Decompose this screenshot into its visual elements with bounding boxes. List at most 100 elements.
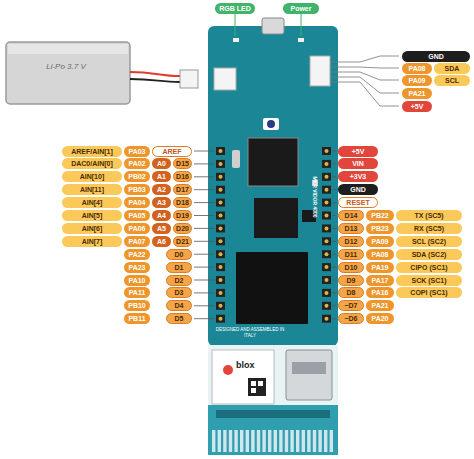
- digital-pin-label: D21: [173, 236, 192, 247]
- port-pin-label: PB10: [124, 300, 150, 311]
- digital-pin-label: D0: [166, 249, 192, 260]
- port-pin-label: PA23: [124, 262, 150, 273]
- function-label: AIN[6]: [62, 223, 122, 234]
- pcie-card: [208, 345, 338, 455]
- pin-pad: [219, 214, 223, 218]
- header-pin: [322, 147, 331, 155]
- pin-pad: [219, 226, 223, 230]
- function-label: AIN[7]: [62, 236, 122, 247]
- leader-line: [332, 318, 336, 319]
- rgb-led: [233, 38, 239, 42]
- pin-pad: [325, 149, 329, 153]
- leader-line: [194, 305, 215, 306]
- leader-line: [332, 176, 336, 177]
- edge-finger: [240, 430, 243, 452]
- leader-line: [194, 176, 215, 177]
- leader-line: [331, 72, 399, 80]
- edge-finger: [285, 430, 288, 452]
- header-pin: [322, 250, 331, 258]
- port-pin-label: PA03: [124, 146, 150, 157]
- header-pin: [216, 212, 225, 220]
- board-note: DESIGNED AND ASSEMBLED IN ITALY: [214, 327, 286, 338]
- leader-line: [332, 228, 336, 229]
- usb-a-slot: [292, 362, 326, 374]
- header-pin: [216, 315, 225, 323]
- header-pin: [322, 212, 331, 220]
- digital-pin-label: ~D7: [338, 300, 364, 311]
- function-label: SCL (SC2): [396, 236, 462, 247]
- battery-wire-red: [130, 72, 180, 76]
- header-pin: [216, 276, 225, 284]
- header-pin: [322, 173, 331, 181]
- leader-line: [194, 280, 215, 281]
- header-pin: [322, 160, 331, 168]
- pin-pad: [325, 291, 329, 295]
- port-pin-label: PA21: [402, 88, 432, 99]
- header-pin: [322, 199, 331, 207]
- pin-pad: [325, 214, 329, 218]
- leader-line: [194, 267, 215, 268]
- pin-pad: [219, 252, 223, 256]
- header-pin: [216, 250, 225, 258]
- battery-highlight: [8, 44, 128, 54]
- function-label: TX (SC5): [396, 210, 462, 221]
- function-label: AIN[10]: [62, 171, 122, 182]
- leader-line: [332, 267, 336, 268]
- function-label: COPI (SC1): [396, 287, 462, 298]
- leader-line: [194, 202, 215, 203]
- digital-pin-label: D1: [166, 262, 192, 273]
- function-label: SDA (SC2): [396, 249, 462, 260]
- edge-finger: [257, 430, 260, 452]
- header-pin: [216, 237, 225, 245]
- edge-finger: [212, 430, 215, 452]
- header-pin: [216, 302, 225, 310]
- leader-line: [194, 292, 215, 293]
- digital-pin-label: D8: [338, 287, 364, 298]
- leader-line: [332, 241, 336, 242]
- fpga-chip: [236, 252, 308, 324]
- analog-pin-label: A6: [152, 236, 171, 247]
- edge-finger: [302, 430, 305, 452]
- port-pin-label: PA17: [366, 275, 394, 286]
- pin-pad: [325, 265, 329, 269]
- mcu-chip: [248, 138, 298, 186]
- indicator-label: RGB LED: [215, 3, 255, 14]
- pin-pad: [325, 175, 329, 179]
- analog-pin-label: A1: [152, 171, 171, 182]
- header-pin: [216, 160, 225, 168]
- edge-finger: [229, 430, 232, 452]
- analog-pin-label: A3: [152, 197, 171, 208]
- header-pin: [216, 173, 225, 181]
- special-pin-label: AREF: [152, 146, 192, 157]
- function-label: AREF/AIN[1]: [62, 146, 122, 157]
- edge-finger: [274, 430, 277, 452]
- battery-connector: [214, 68, 236, 90]
- edge-finger: [307, 430, 310, 452]
- header-pin: [322, 276, 331, 284]
- pin-pad: [219, 162, 223, 166]
- function-label: SCL: [434, 75, 470, 86]
- edge-finger: [318, 430, 321, 452]
- leader-line: [194, 318, 215, 319]
- leader-line: [331, 77, 399, 93]
- port-pin-label: PA16: [366, 287, 394, 298]
- analog-pin-label: A0: [152, 158, 171, 169]
- header-pin: [322, 315, 331, 323]
- leader-line: [332, 254, 336, 255]
- reset-button-cap: [267, 120, 275, 128]
- port-pin-label: PB02: [124, 171, 150, 182]
- power-pin-label: +3V3: [338, 171, 378, 182]
- function-label: SDA: [434, 63, 470, 74]
- ground-pin-label: GND: [402, 51, 470, 62]
- ublox-module: [212, 350, 274, 404]
- leader-line: [194, 241, 215, 242]
- pin-pad: [325, 162, 329, 166]
- battery-wire-black: [130, 79, 180, 82]
- port-pin-label: PA11: [124, 287, 150, 298]
- qr-code: [248, 378, 266, 396]
- analog-pin-label: A4: [152, 210, 171, 221]
- battery-body: [6, 42, 130, 104]
- digital-pin-label: D20: [173, 223, 192, 234]
- port-pin-label: PB23: [366, 223, 394, 234]
- ground-pin-label: GND: [338, 184, 378, 195]
